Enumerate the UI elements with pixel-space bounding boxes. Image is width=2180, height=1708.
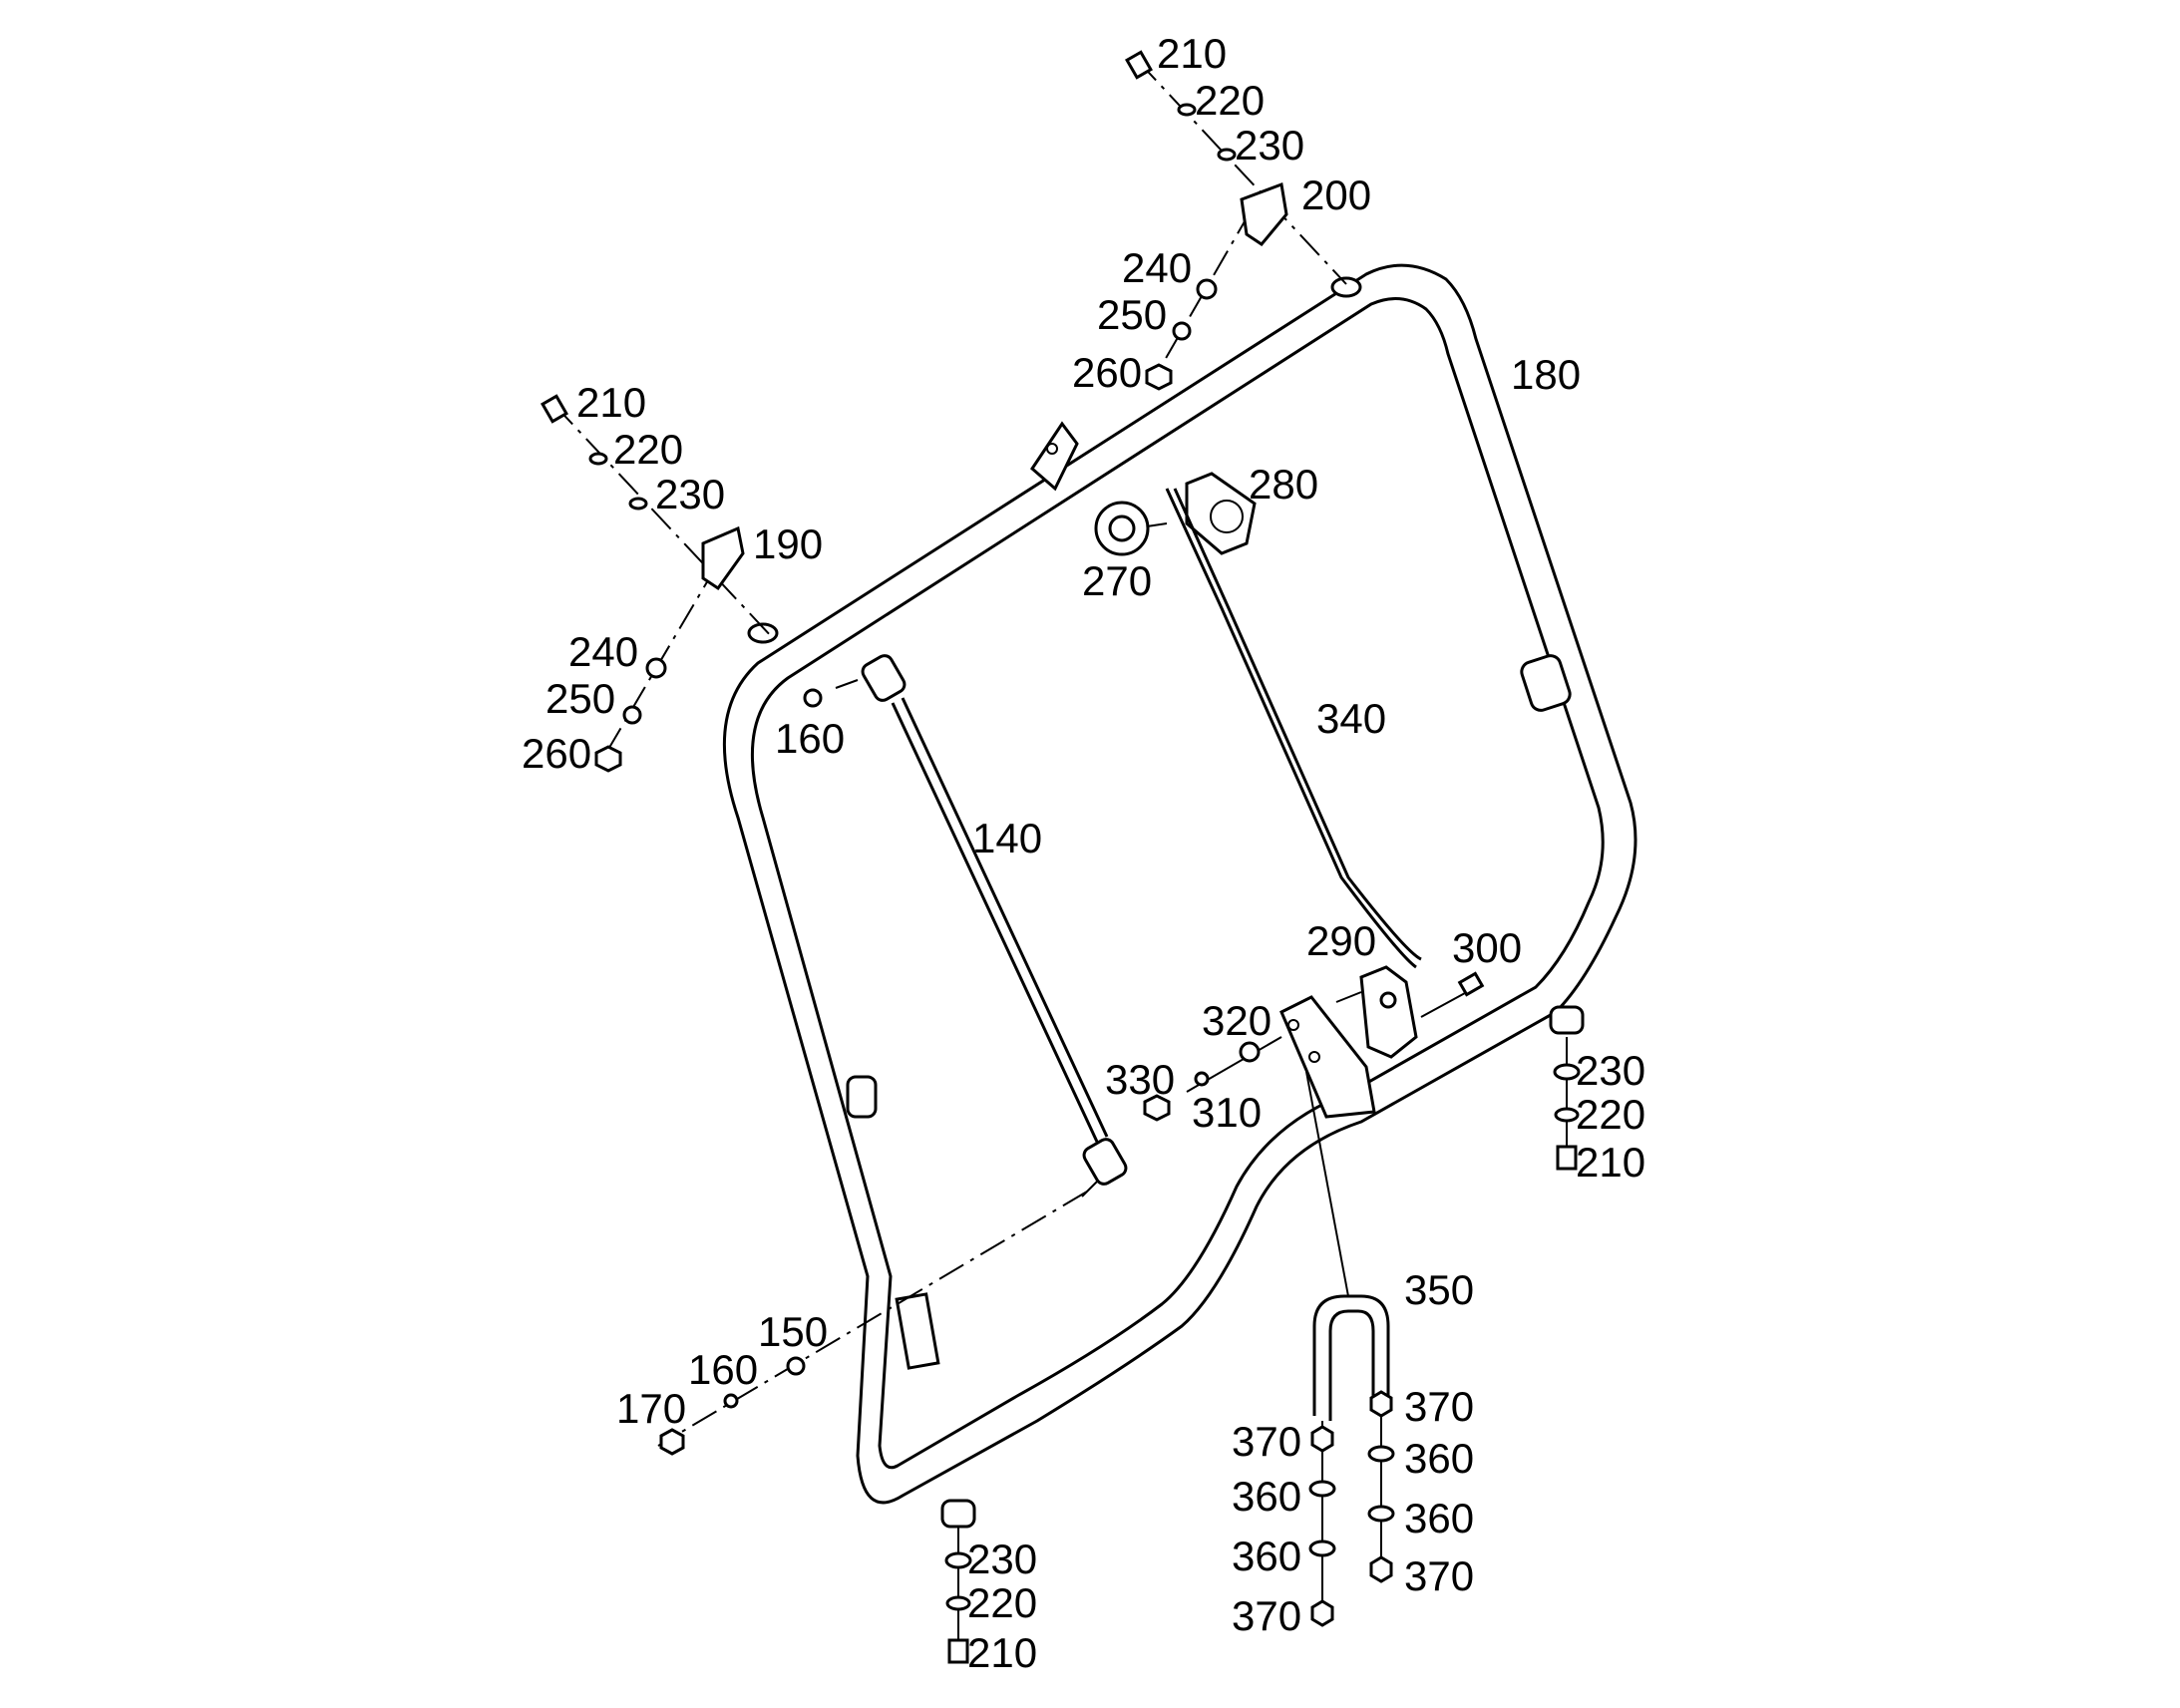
label-220: 220	[1195, 77, 1265, 124]
label-200: 200	[1301, 171, 1371, 218]
label-220: 220	[967, 1579, 1037, 1626]
label-230: 230	[967, 1536, 1037, 1582]
label-260: 260	[1072, 349, 1142, 396]
label-170: 170	[616, 1385, 686, 1432]
label-370: 370	[1404, 1383, 1474, 1430]
label-240: 240	[568, 628, 638, 675]
label-230: 230	[1235, 122, 1304, 169]
label-180: 180	[1511, 351, 1581, 398]
label-190: 190	[753, 520, 823, 567]
label-210: 210	[1576, 1139, 1645, 1186]
label-290: 290	[1306, 917, 1376, 964]
label-370: 370	[1404, 1552, 1474, 1599]
label-320: 320	[1202, 997, 1272, 1044]
label-310: 310	[1192, 1089, 1262, 1136]
latch-assembly-290	[1143, 965, 1485, 1297]
label-250: 250	[1097, 291, 1167, 338]
u-bolt-350	[1308, 1294, 1395, 1627]
gas-strut-140	[657, 654, 1128, 1456]
label-230: 230	[1576, 1047, 1645, 1094]
label-280: 280	[1249, 461, 1318, 508]
label-220: 220	[1576, 1091, 1645, 1138]
label-230: 230	[655, 471, 725, 517]
fastener-group-200	[1125, 50, 1347, 391]
label-150: 150	[758, 1308, 828, 1355]
label-210: 210	[967, 1629, 1037, 1676]
label-360: 360	[1232, 1473, 1301, 1520]
label-140: 140	[972, 815, 1042, 861]
label-240: 240	[1122, 244, 1192, 291]
label-370: 370	[1232, 1592, 1301, 1639]
label-330: 330	[1105, 1056, 1175, 1103]
label-160: 160	[775, 715, 845, 762]
label-360: 360	[1404, 1435, 1474, 1482]
fastener-group-190	[541, 394, 774, 773]
label-160: 160	[688, 1346, 758, 1393]
label-350: 350	[1404, 1266, 1474, 1313]
bolt-stack-left	[944, 1526, 972, 1664]
label-260: 260	[522, 730, 591, 777]
part-labels: 180 190 200 210 220 230 240 250 260 210 …	[522, 30, 1645, 1676]
label-220: 220	[613, 426, 683, 473]
label-300: 300	[1452, 924, 1522, 971]
label-250: 250	[545, 675, 615, 722]
cable-assembly-340	[1094, 472, 1422, 969]
label-270: 270	[1082, 557, 1152, 604]
label-360: 360	[1232, 1533, 1301, 1579]
bolt-stack-right	[1553, 1037, 1581, 1171]
frame-180	[722, 263, 1637, 1529]
label-210: 210	[1157, 30, 1227, 77]
label-360: 360	[1404, 1495, 1474, 1541]
label-370: 370	[1232, 1418, 1301, 1465]
label-210: 210	[576, 379, 646, 426]
label-340: 340	[1316, 695, 1386, 742]
